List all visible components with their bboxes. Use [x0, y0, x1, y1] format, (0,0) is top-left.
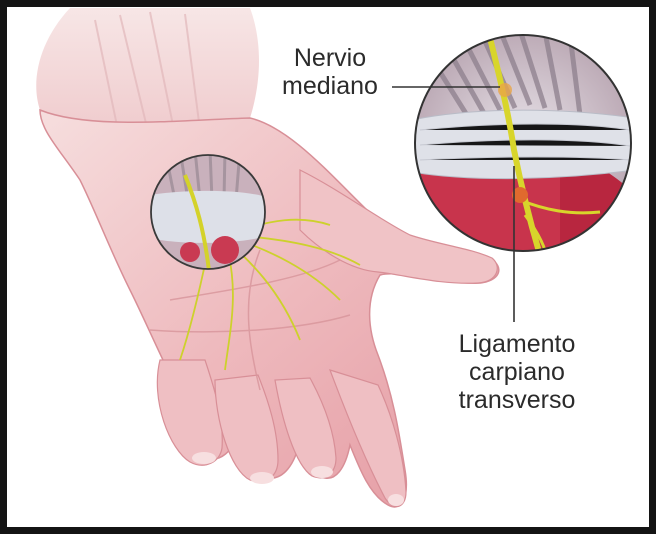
label-ligament-line2: carpiano [432, 358, 602, 386]
label-median-nerve-line2: mediano [268, 72, 392, 100]
label-median-nerve-line1: Nervio [268, 44, 392, 72]
label-median-nerve: Nervio mediano [268, 44, 392, 100]
label-ligament-line3: transverso [432, 386, 602, 414]
label-transverse-carpal-ligament: Ligamento carpiano transverso [432, 330, 602, 414]
label-ligament-line1: Ligamento [432, 330, 602, 358]
magnified-inset [412, 30, 640, 260]
